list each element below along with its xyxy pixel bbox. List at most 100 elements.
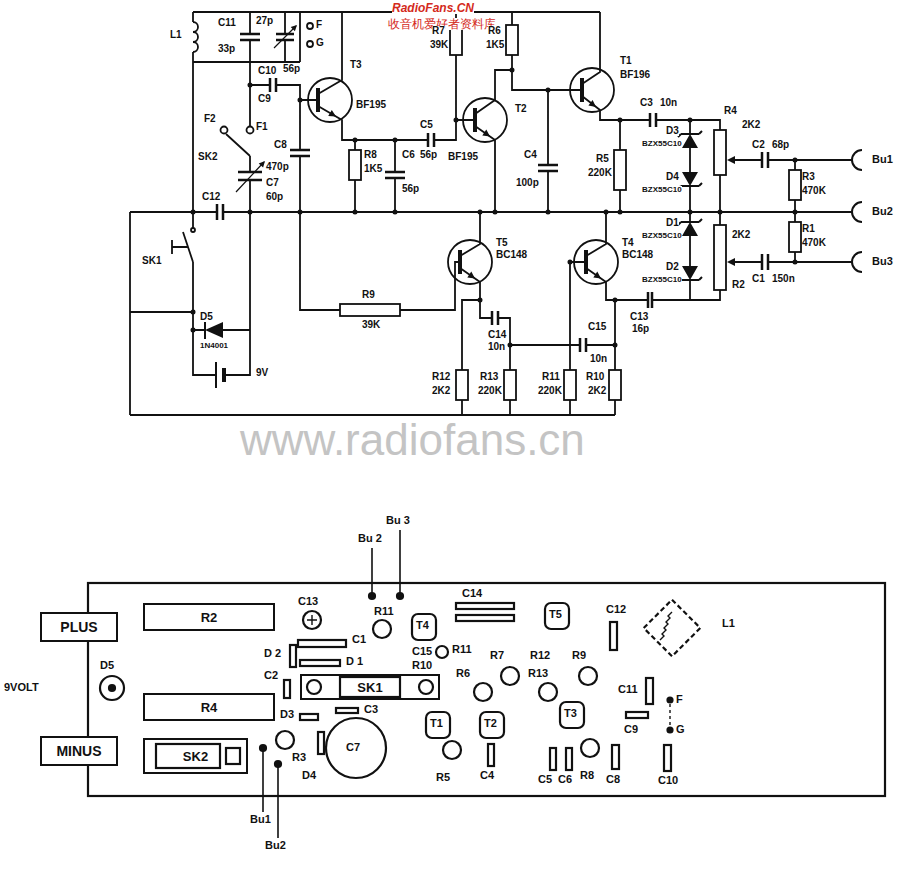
capacitor-outline <box>284 680 290 698</box>
part-label: C4 <box>480 770 494 781</box>
resistor-symbol <box>456 370 468 400</box>
part-label: R5 <box>596 154 609 164</box>
part-label: SK1 <box>142 256 161 266</box>
part-label: C12 <box>606 604 626 615</box>
part-label: C3 <box>364 704 378 715</box>
resistor-symbol <box>504 370 516 400</box>
part-label: T3 <box>564 708 577 719</box>
wire <box>130 12 852 415</box>
resistor-outline <box>443 741 461 759</box>
part-label: R11 <box>374 606 394 617</box>
part-label: C2 <box>264 670 278 681</box>
component-label: SK1 <box>357 681 382 694</box>
pcb-socket <box>100 676 124 700</box>
part-label: C5 <box>538 774 552 785</box>
wiper-arrow <box>259 25 735 266</box>
capacitor-outline <box>550 748 556 770</box>
part-label: 470K <box>802 238 826 248</box>
part-label: 470p <box>266 162 289 172</box>
capacitor-outline <box>456 615 514 621</box>
part-label: D3 <box>280 709 294 720</box>
part-label: D4 <box>666 172 679 182</box>
transistor-outline <box>426 712 450 738</box>
part-label: D5 <box>100 660 114 671</box>
part-label: R12 <box>432 372 450 382</box>
part-label: R11 <box>542 372 560 382</box>
part-label: 68p <box>772 140 789 150</box>
pcb-socket <box>109 685 115 691</box>
component-label: R2 <box>201 611 218 624</box>
part-label: Bu1 <box>250 814 271 825</box>
switch-body <box>226 748 240 764</box>
part-label: BF195 <box>356 100 386 110</box>
part-label: Bu1 <box>872 154 893 165</box>
jumper-line <box>669 704 670 726</box>
capacitor-outline <box>566 748 572 770</box>
part-label: C9 <box>624 724 638 735</box>
capacitor-outline <box>436 646 448 658</box>
watermark: RadioFans.CN <box>392 2 474 14</box>
resistor-outline <box>474 683 492 701</box>
component-label: MINUS <box>56 744 101 758</box>
component-box: MINUS <box>40 736 118 766</box>
part-label: 39K <box>430 40 448 50</box>
part-label: 27p <box>256 16 273 26</box>
part-label: D3 <box>666 126 679 136</box>
part-label: 33p <box>218 44 235 54</box>
part-label: C11 <box>218 18 236 28</box>
battery-symbol <box>222 368 226 382</box>
part-label: R6 <box>488 26 501 36</box>
part-label: C8 <box>274 140 287 150</box>
part-label: C14 <box>488 330 506 340</box>
zener-bar <box>205 131 702 339</box>
switch-contact <box>221 127 228 134</box>
component-box: R2 <box>143 603 275 631</box>
part-label: F <box>316 20 322 30</box>
battery-symbol <box>215 362 217 388</box>
part-label: F1 <box>256 122 268 132</box>
part-label: R9 <box>362 290 375 300</box>
part-label: Bu 3 <box>386 515 410 526</box>
part-label: C9 <box>258 94 271 104</box>
part-label: BF195 <box>448 152 478 162</box>
part-label: 470K <box>802 186 826 196</box>
resistor-outline <box>581 739 599 757</box>
part-label: C8 <box>606 774 620 785</box>
part-label: R8 <box>580 770 594 781</box>
component-box: R4 <box>143 693 275 721</box>
resistor-symbol <box>349 150 361 180</box>
part-label: BZX55C10 <box>642 186 682 194</box>
part-label: G <box>676 724 685 735</box>
part-label: C5 <box>420 120 433 130</box>
part-label: R5 <box>436 772 450 783</box>
part-label: 56p <box>402 184 419 194</box>
part-label: R7 <box>490 650 504 661</box>
part-label: SK2 <box>198 152 217 162</box>
solder-pad <box>260 745 266 751</box>
component-label: PLUS <box>60 620 97 634</box>
solder-pad <box>668 698 673 703</box>
part-label: R13 <box>480 372 498 382</box>
part-label: 220K <box>588 168 612 178</box>
arrowheads <box>191 25 798 348</box>
capacitor-outline <box>298 640 346 647</box>
part-label: 16p <box>632 324 649 334</box>
part-label: R10 <box>586 372 604 382</box>
part-label: D1 <box>666 218 679 228</box>
trimmer-arrow <box>236 26 296 192</box>
switch-contact <box>191 228 195 232</box>
component-box: SK1 <box>300 674 440 700</box>
part-label: T4 <box>416 620 429 631</box>
part-label: C14 <box>462 588 482 599</box>
part-label: T5 <box>549 609 562 620</box>
capacitor-outline <box>610 622 617 650</box>
resistor-symbol <box>789 222 801 252</box>
part-label: C6 <box>558 774 572 785</box>
resistor-symbol <box>789 170 801 200</box>
resistor-outline <box>276 731 294 749</box>
part-label: 10n <box>590 354 607 364</box>
part-label: 60p <box>266 192 283 202</box>
transistor-outline <box>560 702 584 728</box>
capacitor-outline <box>456 603 514 609</box>
resistor-outline <box>501 667 519 685</box>
